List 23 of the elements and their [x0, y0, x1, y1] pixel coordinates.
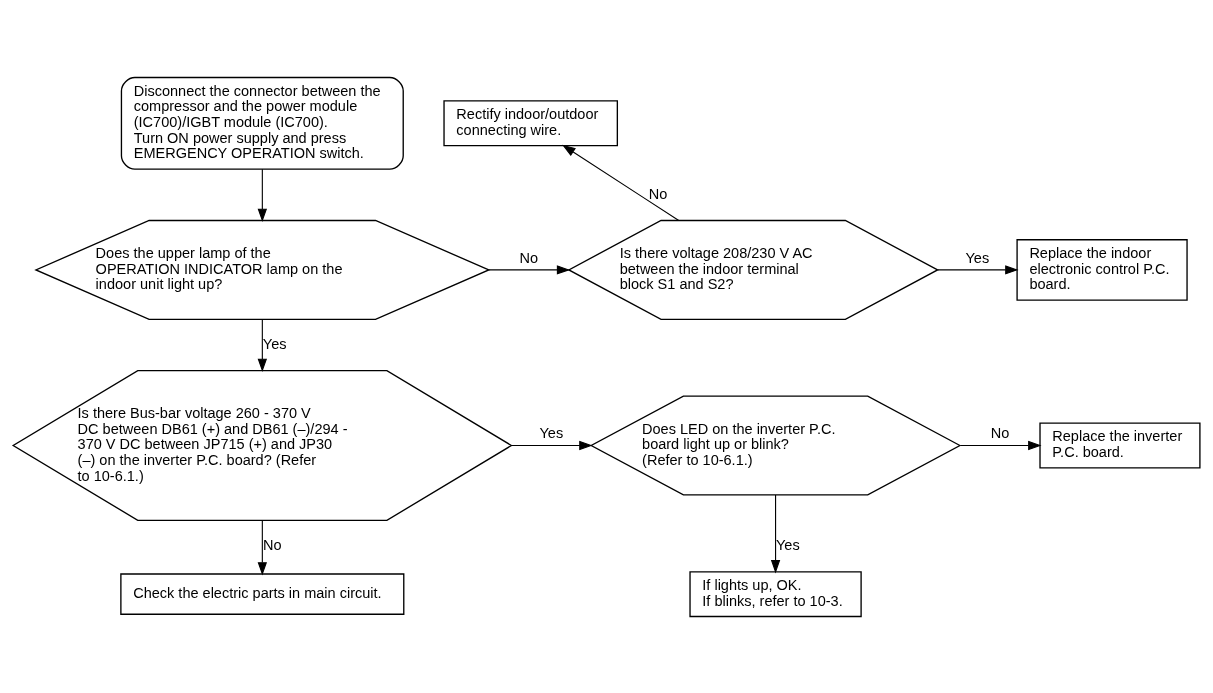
edge-label: No [648, 185, 668, 202]
node-box: If lights up, OK. If blinks, refer to 10-3. [689, 570, 862, 617]
edge-label: Yes [262, 335, 287, 352]
node-box: Replace the indoor electronic control P.C. board. [1016, 238, 1188, 301]
arrow [488, 264, 571, 275]
edge-label: Yes [539, 424, 564, 441]
node-box: Check the electric parts in main circuit. [120, 572, 405, 615]
node-box: Disconnect the connector between the compressor and the power module (IC700)/IGBT module (IC700). Turn ON power supply and press EMERGENCY OPERATION switch. [120, 76, 404, 170]
arrow [511, 440, 593, 450]
edge-label: Yes [776, 536, 800, 553]
arrow [562, 144, 680, 221]
edge-label: No [990, 424, 1010, 441]
arrow [257, 519, 268, 576]
arrow [937, 264, 1019, 275]
node-box: Rectify indoor/outdoor connecting wire. [443, 99, 618, 146]
arrow [257, 168, 268, 222]
edge-label: No [519, 249, 539, 266]
arrow [959, 440, 1042, 450]
edge-label: No [263, 536, 282, 553]
edge-label: Yes [965, 249, 990, 266]
arrow [770, 493, 781, 573]
node-box: Replace the inverter P.C. board. [1039, 421, 1201, 469]
arrow [257, 318, 268, 372]
